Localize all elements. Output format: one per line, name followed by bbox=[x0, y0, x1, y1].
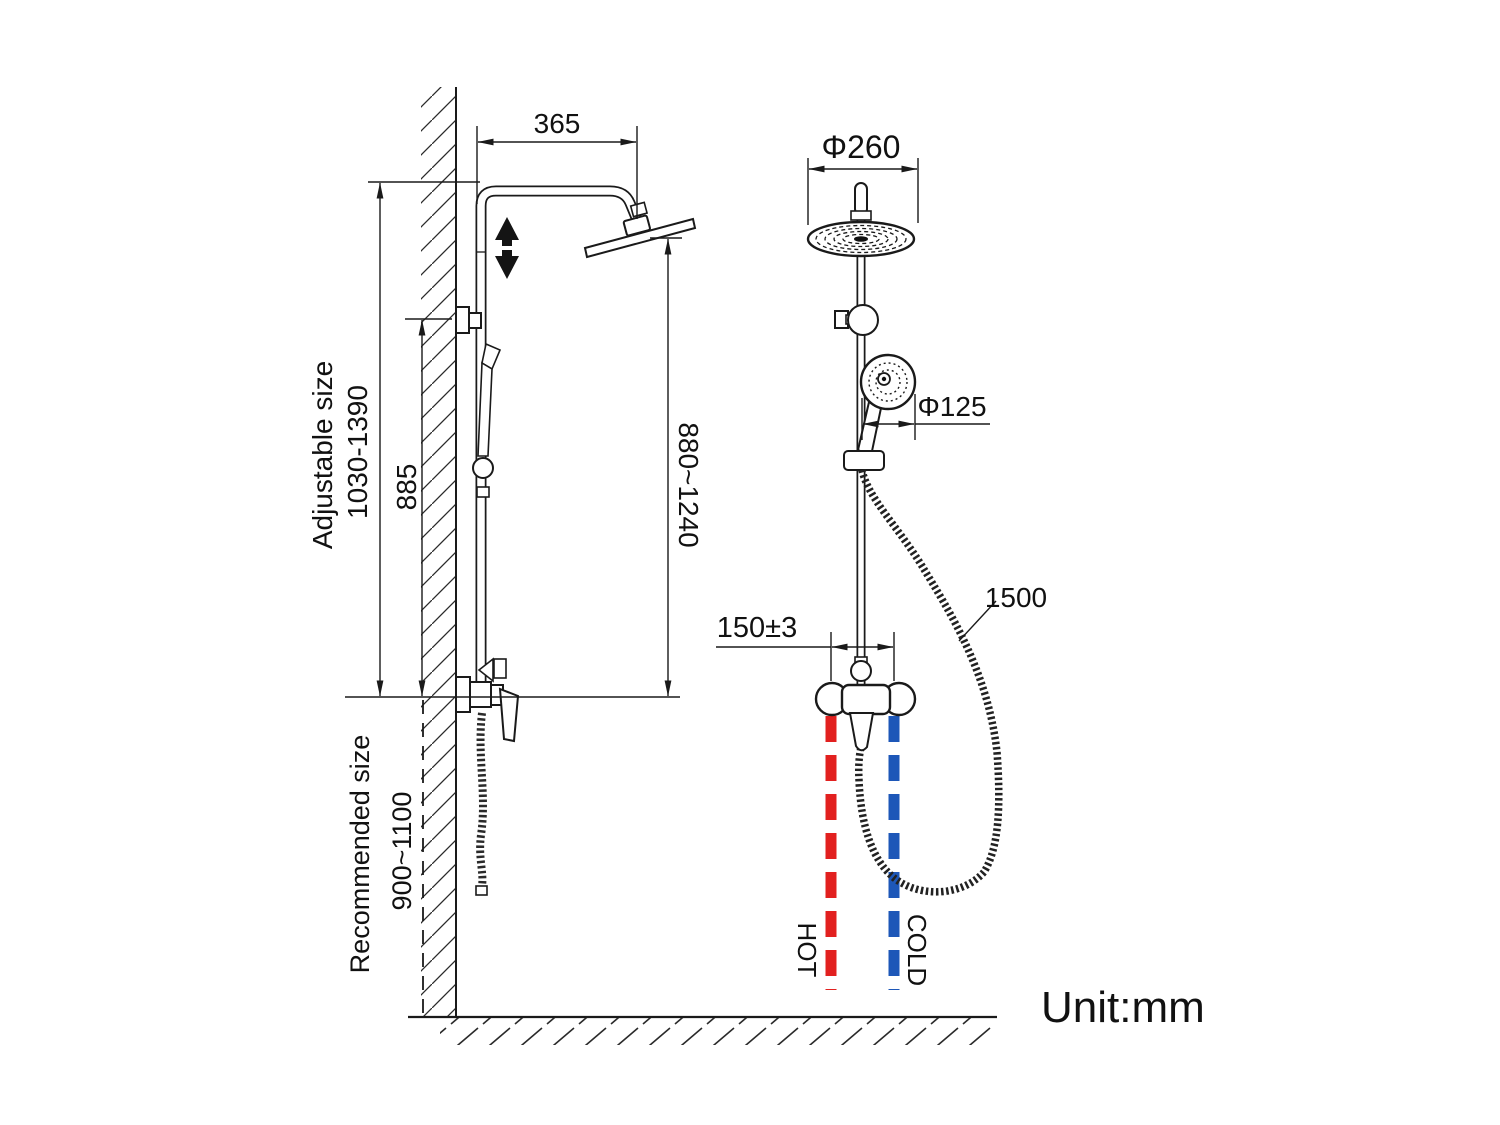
front-view bbox=[806, 182, 1003, 990]
diverter-spout-side bbox=[477, 657, 494, 683]
hand-shower-diameter-label: Φ125 bbox=[917, 391, 986, 422]
head-diameter-label: Φ260 bbox=[822, 129, 901, 165]
recommended-size-label: Recommended size bbox=[345, 735, 375, 974]
hose-front bbox=[855, 469, 1003, 896]
inlet-spacing-label: 150±3 bbox=[717, 612, 797, 644]
head-nut bbox=[629, 201, 649, 218]
head-stub-pipe bbox=[854, 182, 868, 216]
diverter-knob-front bbox=[850, 660, 872, 682]
dim-arm-reach-label: 365 bbox=[534, 108, 581, 139]
wall-bracket-knob bbox=[468, 312, 482, 329]
mixer-handle-front bbox=[848, 712, 875, 752]
adjustable-size-label: Adjustable size bbox=[307, 361, 338, 549]
adjust-up-arrow-icon bbox=[495, 217, 519, 246]
slider-bracket-side bbox=[476, 486, 490, 498]
unit-note: Unit:mm bbox=[1041, 983, 1205, 1032]
diverter-body-side bbox=[493, 658, 507, 679]
hand-shower-nozzle-ring-2 bbox=[875, 369, 901, 395]
slider-clamp-ring bbox=[847, 304, 879, 336]
mixer-body-side bbox=[469, 681, 492, 708]
side-view-dimensions: 365 Adjustable size 1030-1390 885 880~12… bbox=[307, 108, 704, 973]
hand-shower-center-button bbox=[877, 372, 891, 386]
slider-knob-side bbox=[472, 457, 494, 479]
front-view-dimensions: Φ260 Φ125 150±3 1500 HOT COLD bbox=[716, 129, 1047, 986]
mixer-body-front bbox=[840, 683, 892, 716]
hand-shower-face bbox=[859, 353, 917, 411]
hose-length-label: 1500 bbox=[985, 582, 1047, 613]
floor-hatching bbox=[440, 1018, 992, 1045]
riser-pipe-fill bbox=[477, 187, 641, 700]
rain-head-nozzle-ring-3 bbox=[833, 230, 889, 248]
side-view bbox=[408, 87, 997, 1045]
rain-head-center-cap bbox=[854, 236, 868, 242]
mixer-flange-side bbox=[455, 676, 471, 713]
adjustable-range-label: 1030-1390 bbox=[342, 385, 373, 519]
rain-head-nozzle-ring-4 bbox=[842, 233, 880, 245]
recommended-range-label: 900~1100 bbox=[387, 792, 417, 911]
wall-hatching bbox=[421, 87, 456, 1017]
hose-side bbox=[476, 712, 487, 887]
head-to-valve-label: 880~1240 bbox=[673, 422, 704, 547]
head-collar bbox=[850, 210, 872, 221]
mixer-handle-side bbox=[498, 687, 520, 743]
hose-length-leader bbox=[958, 600, 997, 642]
hand-shower-body-side bbox=[477, 361, 493, 457]
adjust-down-arrow-icon bbox=[495, 250, 519, 279]
hand-shower-nozzle-ring-1 bbox=[868, 362, 908, 402]
bracket-height-label: 885 bbox=[391, 464, 422, 511]
rain-head-nozzle-ring-2 bbox=[824, 227, 898, 251]
hot-label: HOT bbox=[792, 923, 822, 978]
hose-end-fitting bbox=[475, 885, 488, 896]
wall-bracket-flange bbox=[455, 306, 470, 334]
rain-head-nozzle-ring-1 bbox=[815, 224, 907, 254]
hand-shower-holder bbox=[843, 450, 885, 471]
cold-label: COLD bbox=[902, 914, 932, 986]
hand-shower-center-dot bbox=[881, 376, 887, 382]
